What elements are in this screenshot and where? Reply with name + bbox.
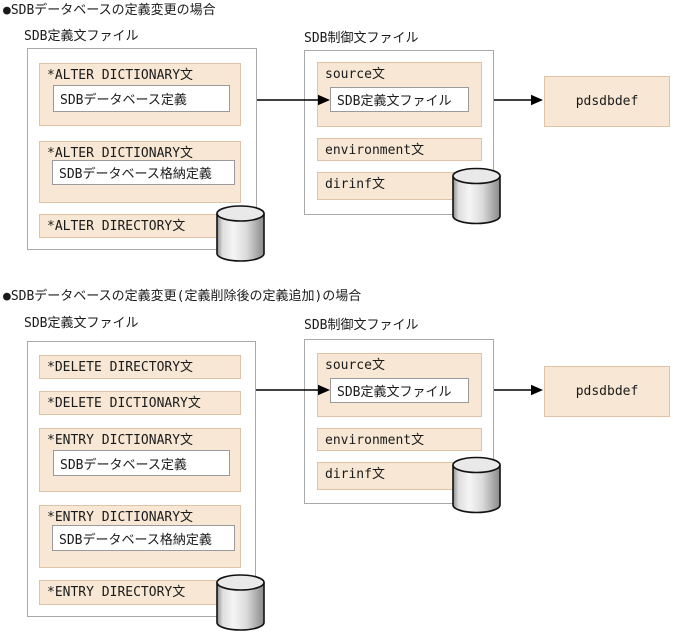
nested-box: SDBデータベース定義 — [53, 85, 230, 112]
environment-item: environment文 — [317, 138, 482, 161]
stmt-item: *DELETE DIRECTORY文 — [39, 355, 241, 379]
section1-def-file-label: SDB定義文ファイル — [24, 29, 139, 44]
section2-ctrl-file-label: SDB制御文ファイル — [304, 318, 419, 333]
stmt-item: *DELETE DICTIONARY文 — [39, 391, 241, 415]
nested-box: SDBデータベース格納定義 — [52, 525, 235, 551]
nested-box: SDBデータベース定義 — [53, 450, 230, 476]
nested-box: SDB定義文ファイル — [330, 378, 469, 403]
flow-arrow-icon — [494, 94, 543, 106]
flow-arrow-icon — [494, 384, 543, 396]
section1-heading: ●SDBデータベースの定義変更の場合 — [3, 3, 216, 18]
pdsdbdef-command-box: pdsdbdef — [544, 366, 670, 417]
stmt-item: *ALTER DIRECTORY文 — [39, 214, 241, 238]
stmt-item: *ENTRY DIRECTORY文 — [39, 580, 241, 605]
environment-item: environment文 — [317, 428, 482, 451]
section1-ctrl-file-label: SDB制御文ファイル — [304, 31, 419, 46]
section2-heading: ●SDBデータベースの定義変更(定義削除後の定義追加)の場合 — [3, 289, 362, 304]
nested-box: SDB定義文ファイル — [330, 87, 469, 112]
pdsdbdef-command-box: pdsdbdef — [544, 76, 670, 127]
section2-def-file-label: SDB定義文ファイル — [24, 316, 139, 331]
nested-box: SDBデータベース格納定義 — [52, 160, 235, 185]
dirinf-item: dirinf文 — [317, 462, 482, 490]
dirinf-item: dirinf文 — [317, 172, 482, 200]
